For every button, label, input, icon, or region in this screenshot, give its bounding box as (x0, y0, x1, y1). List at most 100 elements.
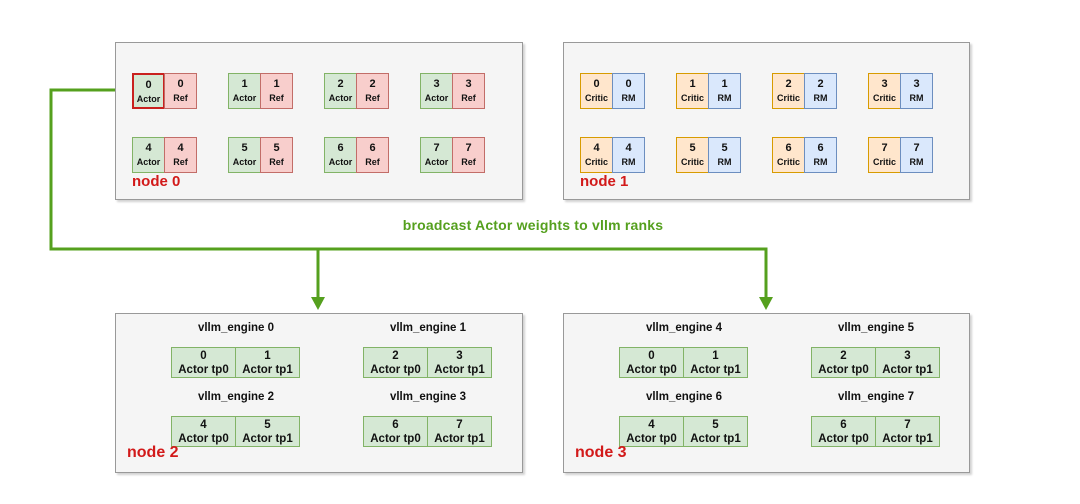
role-label: Critic (872, 157, 896, 167)
role-label: RM (813, 93, 828, 103)
vllm-rank-cell: 7 Actor tp1 (427, 416, 492, 447)
role-label: Ref (365, 93, 380, 103)
gpu-rank: 5 (241, 142, 248, 154)
vllm-role-label: Actor tp0 (370, 364, 421, 376)
vllm-engine-cells: 4 Actor tp0 5 Actor tp1 (171, 416, 301, 447)
gpu-rank: 1 (721, 78, 728, 90)
gpu-rank: 3 (465, 78, 472, 90)
critic-rm-pair: 5 Critic 5 RM (676, 137, 741, 173)
actor-cell: 7 Actor (420, 137, 453, 173)
vllm-rank-cell: 2 Actor tp0 (811, 347, 876, 378)
role-label: Critic (680, 93, 704, 103)
role-label: Actor (136, 94, 161, 104)
vllm-rank: 4 (200, 419, 207, 431)
role-label: Ref (269, 93, 284, 103)
vllm-role-label: Actor tp0 (178, 433, 229, 445)
node-label: node 1 (580, 173, 629, 190)
vllm-rank-cell: 1 Actor tp1 (683, 347, 748, 378)
role-label: Actor (232, 93, 257, 103)
vllm-role-label: Actor tp1 (242, 433, 293, 445)
vllm-engines: vllm_engine 0 0 Actor tp0 1 Actor tp1 (116, 314, 522, 472)
actor-ref-pair: 3 Actor 3 Ref (420, 73, 485, 109)
vllm-engine-title: vllm_engine 1 (389, 322, 467, 334)
rm-cell: 2 RM (804, 73, 837, 109)
role-label: Critic (776, 93, 800, 103)
vllm-rank-cell: 5 Actor tp1 (235, 416, 300, 447)
actor-ref-pair: 5 Actor 5 Ref (228, 137, 293, 173)
actor-ref-pair: 4 Actor 4 Ref (132, 137, 197, 173)
role-label: Critic (680, 157, 704, 167)
vllm-rank: 6 (840, 419, 847, 431)
ref-cell: 3 Ref (452, 73, 485, 109)
vllm-rank: 0 (648, 350, 655, 362)
node-2-box: vllm_engine 0 0 Actor tp0 1 Actor tp1 (115, 313, 523, 473)
gpu-rank: 7 (913, 142, 920, 154)
gpu-rank: 6 (785, 142, 792, 154)
gpu-rank: 0 (177, 78, 184, 90)
role-label: RM (621, 157, 636, 167)
actor-cell: 6 Actor (324, 137, 357, 173)
role-label: Actor (328, 157, 353, 167)
gpu-rank: 0 (593, 78, 600, 90)
critic-rm-pair: 1 Critic 1 RM (676, 73, 741, 109)
vllm-engine: vllm_engine 5 2 Actor tp0 3 Actor tp1 (811, 321, 941, 378)
gpu-row-top: 0 Critic 0 RM 1 Critic 1 (580, 73, 933, 109)
rm-cell: 3 RM (900, 73, 933, 109)
vllm-engine-cells: 4 Actor tp0 5 Actor tp1 (619, 416, 749, 447)
actor-cell: 1 Actor (228, 73, 261, 109)
vllm-rank-cell: 3 Actor tp1 (427, 347, 492, 378)
gpu-rank: 6 (369, 142, 376, 154)
rm-cell: 7 RM (900, 137, 933, 173)
vllm-engine-cells: 6 Actor tp0 7 Actor tp1 (811, 416, 941, 447)
actor-ref-pair: 2 Actor 2 Ref (324, 73, 389, 109)
actor-cell: 0 Actor (132, 73, 165, 109)
ref-cell: 5 Ref (260, 137, 293, 173)
rm-cell: 4 RM (612, 137, 645, 173)
critic-cell: 7 Critic (868, 137, 901, 173)
vllm-engine-title: vllm_engine 6 (645, 391, 723, 403)
critic-cell: 3 Critic (868, 73, 901, 109)
gpu-rank: 7 (465, 142, 472, 154)
vllm-engine: vllm_engine 0 0 Actor tp0 1 Actor tp1 (171, 321, 301, 378)
ref-cell: 2 Ref (356, 73, 389, 109)
vllm-engine-title: vllm_engine 0 (197, 322, 275, 334)
vllm-engine: vllm_engine 7 6 Actor tp0 7 Actor tp1 (811, 390, 941, 447)
vllm-rank-cell: 1 Actor tp1 (235, 347, 300, 378)
role-label: Actor (328, 93, 353, 103)
actor-cell: 4 Actor (132, 137, 165, 173)
actor-ref-pair: 0 Actor 0 Ref (132, 73, 197, 109)
vllm-role-label: Actor tp1 (690, 364, 741, 376)
gpu-rank: 3 (433, 78, 440, 90)
critic-cell: 2 Critic (772, 73, 805, 109)
vllm-engine-cells: 2 Actor tp0 3 Actor tp1 (363, 347, 493, 378)
gpu-rank: 1 (689, 78, 696, 90)
rm-cell: 6 RM (804, 137, 837, 173)
role-label: RM (717, 157, 732, 167)
actor-cell: 5 Actor (228, 137, 261, 173)
gpu-rank: 2 (817, 78, 824, 90)
role-label: RM (909, 93, 924, 103)
ref-cell: 0 Ref (164, 73, 197, 109)
vllm-role-label: Actor tp1 (882, 364, 933, 376)
vllm-rank: 0 (200, 350, 207, 362)
actor-ref-pair: 6 Actor 6 Ref (324, 137, 389, 173)
vllm-rank: 6 (392, 419, 399, 431)
actor-ref-pair: 1 Actor 1 Ref (228, 73, 293, 109)
role-label: Actor (136, 157, 161, 167)
node-label: node 3 (575, 444, 627, 461)
vllm-rank: 7 (456, 419, 463, 431)
role-label: Actor (424, 93, 449, 103)
node-label: node 0 (132, 173, 181, 190)
gpu-rank: 3 (913, 78, 920, 90)
role-label: RM (813, 157, 828, 167)
gpu-rank: 1 (273, 78, 280, 90)
gpu-rank: 6 (817, 142, 824, 154)
role-label: Critic (872, 93, 896, 103)
vllm-engines: vllm_engine 4 0 Actor tp0 1 Actor tp1 (564, 314, 969, 472)
gpu-rank: 7 (433, 142, 440, 154)
vllm-role-label: Actor tp1 (434, 364, 485, 376)
critic-cell: 6 Critic (772, 137, 805, 173)
role-label: Critic (776, 157, 800, 167)
ref-cell: 6 Ref (356, 137, 389, 173)
actor-cell: 3 Actor (420, 73, 453, 109)
